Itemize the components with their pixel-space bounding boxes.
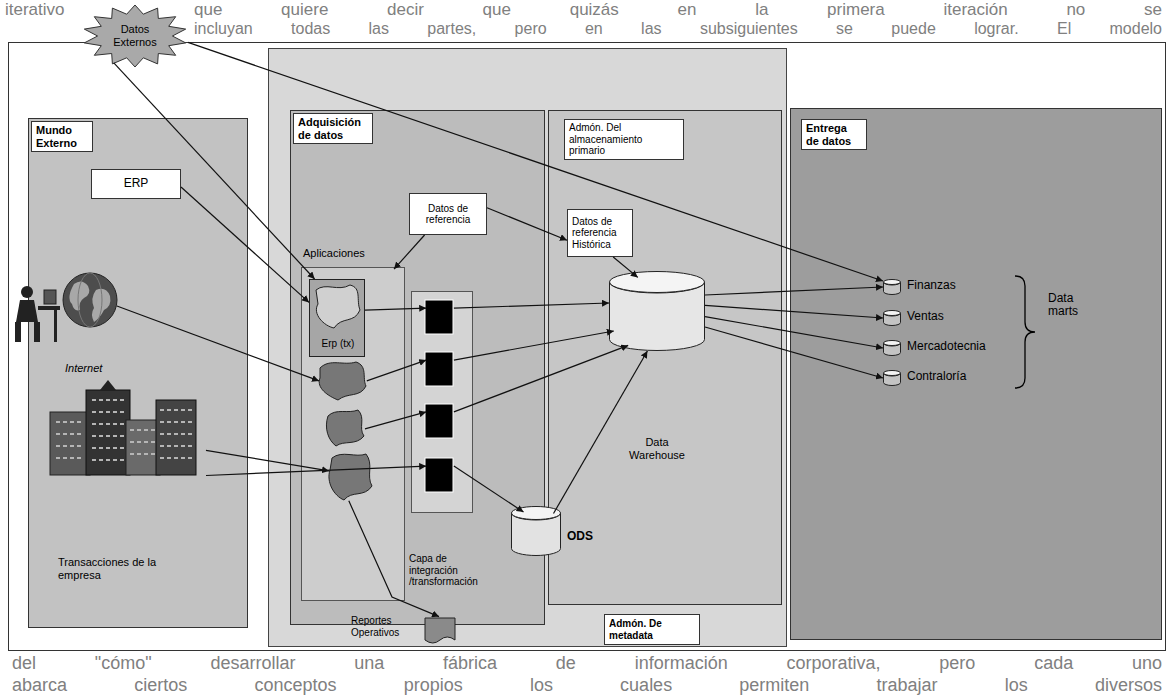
node-label: Reportes Operativos	[351, 615, 413, 638]
node-label: Datos de referencia	[414, 203, 482, 226]
cylinder-top	[884, 311, 901, 316]
flow-arrow	[349, 501, 439, 617]
globe-icon	[63, 273, 117, 327]
label-slot: iterativo	[5, 1, 77, 20]
flow-arrow	[705, 287, 883, 295]
panel-title: Adquisición de datos	[293, 113, 373, 144]
node-label: Admón. De metadata	[609, 618, 695, 641]
flow-arrow	[365, 412, 426, 429]
central-region	[269, 49, 787, 647]
panel-title: Mundo Externo	[31, 121, 93, 152]
reference-data-box: Datos de referencia	[409, 193, 487, 235]
node-label: Contraloría	[907, 370, 997, 384]
metadata-admin-box: Admón. De metadata	[604, 614, 700, 645]
page-text: incluyan todas las partes, pero en las s…	[194, 20, 1162, 38]
buildings-icon	[50, 380, 196, 475]
panel-title: Entrega de datos	[801, 119, 867, 150]
label-slot: que quiere decir que quizás en la primer…	[194, 1, 1162, 20]
label-slot: incluyan todas las partes, pero en las s…	[194, 20, 1162, 38]
erp-blob	[316, 285, 360, 328]
flow-arrow	[367, 360, 426, 381]
flow-arrow	[454, 466, 524, 512]
data-mart: Mercadotecnia	[883, 338, 998, 358]
node-label: ERP	[124, 177, 149, 191]
page-text: iterativo	[5, 1, 77, 20]
node-label: Datos Externos	[104, 23, 166, 48]
node-label: Transacciones de la empresa	[58, 556, 178, 581]
flow-arrow	[188, 42, 883, 281]
flow-arrow	[613, 257, 638, 277]
ods-store: ODS	[511, 506, 561, 556]
panel-title: Admón. Del almacenamiento primario	[564, 119, 684, 160]
label-slot: Data marts	[1048, 292, 1096, 318]
cylinder-top	[512, 507, 561, 520]
node-label: Aplicaciones	[303, 247, 401, 260]
flow-arrow	[705, 305, 883, 318]
erp-tx-app: Erp (tx)	[309, 279, 365, 357]
person-icon	[15, 286, 60, 342]
flow-arrow	[705, 317, 883, 348]
report-document-icon	[425, 618, 455, 643]
node-label: Capa de integración /transformación	[409, 553, 489, 588]
node-label: Data Warehouse	[617, 436, 697, 461]
application-blobs	[319, 362, 372, 500]
data-mart: Contraloría	[883, 368, 998, 388]
node-label: Finanzas	[907, 279, 997, 293]
data-mart: Ventas	[883, 308, 998, 328]
data-delivery-panel: Entrega de datosFinanzasVentasMercadotec…	[790, 108, 1162, 640]
integration-layer: Capa de integración /transformación	[409, 291, 475, 601]
node-shape	[609, 271, 705, 351]
external-world-panel: Mundo ExternoERP InternetTransacciones de…	[28, 118, 248, 628]
data-warehouse: Data Warehouse	[609, 271, 705, 351]
node-label: ODS	[567, 530, 607, 544]
flow-arrow	[554, 351, 648, 514]
node-shape	[883, 370, 901, 386]
historical-reference-box: Datos de referencia Histórica	[567, 209, 633, 257]
data-marts-bracket	[1015, 276, 1035, 388]
flow-arrow	[454, 303, 609, 308]
cylinder-top	[884, 371, 901, 376]
flow-arrow	[454, 331, 614, 360]
integration-blocks	[425, 300, 453, 492]
node-label: Internet	[65, 362, 121, 375]
flow-arrow	[181, 187, 309, 302]
flow-arrow	[117, 306, 319, 381]
label-slot: abarca ciertos conceptos propios los cua…	[12, 676, 1162, 696]
flow-arrow	[394, 235, 425, 269]
node-shape	[511, 506, 561, 556]
node-label: Datos de referencia Histórica	[572, 216, 628, 251]
page-text: abarca ciertos conceptos propios los cua…	[12, 676, 1162, 696]
flow-arrow	[206, 450, 329, 471]
cylinder-top	[884, 280, 901, 285]
primary-storage-panel: Admón. Del almacenamiento primarioDatos …	[548, 110, 782, 605]
flow-arrow	[206, 466, 426, 475]
outer-frame	[9, 43, 1166, 651]
node-label: Ventas	[907, 310, 997, 324]
node-label: Erp (tx)	[310, 338, 366, 350]
node-shape	[883, 310, 901, 326]
flow-arrow	[454, 345, 628, 412]
page-text: que quiere decir que quizás en la primer…	[194, 1, 1162, 20]
node-label: Mercadotecnia	[907, 340, 997, 354]
node-shape	[883, 340, 901, 356]
data-mart: Finanzas	[883, 277, 998, 297]
cylinder-top	[610, 272, 705, 293]
external-data-burst: Datos Externos	[82, 4, 188, 68]
flow-arrow	[705, 327, 883, 378]
burst-outline	[84, 5, 185, 67]
group-label: Data marts	[1048, 292, 1096, 318]
flow-arrow	[114, 63, 315, 279]
cylinder-top	[884, 341, 901, 346]
erp-box: ERP	[91, 169, 181, 199]
flow-arrow	[487, 208, 567, 241]
page-text: del "cómo" desarrollar una fábrica de in…	[12, 654, 1162, 674]
label-slot: del "cómo" desarrollar una fábrica de in…	[12, 654, 1162, 674]
node-shape	[883, 279, 901, 295]
flow-arrow	[365, 308, 426, 310]
